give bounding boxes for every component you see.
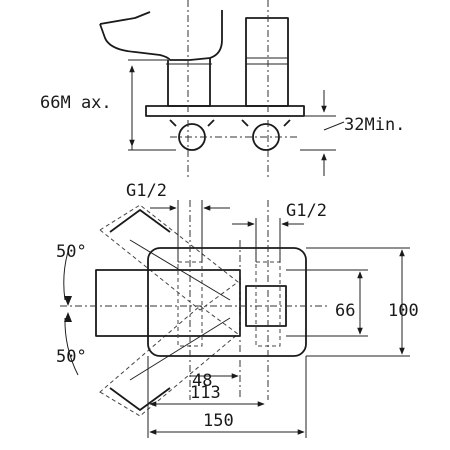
dim-150-label: 150 [203,411,234,431]
dim-100-label: 100 [388,301,419,321]
side-view-base-plate [145,105,305,117]
top-view-cross-2 [129,317,231,381]
angle-upper-arrow [64,296,72,306]
side-view-cartridge [245,17,289,107]
top-view-handle-rotated-down-edge [109,387,171,411]
angle-lower-label: 50° [56,347,87,367]
dim-g12-right-label: G1/2 [286,201,327,221]
dim-g12-left-label: G1/2 [126,181,167,201]
side-view-handle [99,10,223,61]
dim-66-label: 66 [335,301,355,321]
dim-48-label: 48 [192,371,212,391]
dim-32min-leader [323,121,345,131]
top-view-handle-rotated-up [99,204,239,311]
side-view: 66M ax. 32Min. [40,0,405,180]
top-view-handle-rotated-up-edge [109,209,171,233]
dim-66max-label: 66M ax. [40,93,112,113]
angle-upper-label: 50° [56,242,87,262]
top-view-inlet-right-hidden [255,261,281,347]
top-view-plate [147,247,307,357]
dim-32min-label: 32Min. [344,115,405,135]
angle-lower-arrow [64,312,72,322]
top-view-inlet-left-hidden [177,261,203,347]
top-view-handle-rotated-down [99,305,239,417]
dim-113-label: 113 [190,383,221,403]
side-view-connectors [169,119,291,127]
angle-lower-arc [64,317,79,376]
side-view-lever-body [167,58,211,107]
top-view-lever [95,269,241,337]
side-view-handle-rim [99,11,151,25]
top-view: G1/2 G1/2 50° 50° 48 113 150 66 [56,181,419,438]
